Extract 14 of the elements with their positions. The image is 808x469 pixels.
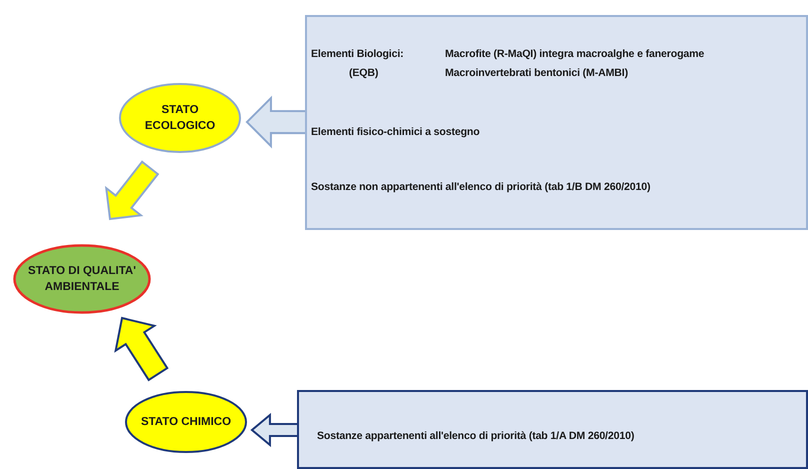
criteria-text: Sostanze appartenenti all'elenco di priorità (tab 1/A DM 260/2010) xyxy=(317,430,634,442)
block-arrow xyxy=(114,316,169,382)
criteria-text: Elementi fisico-chimici a sostegno xyxy=(311,126,480,138)
block-arrow xyxy=(104,160,160,220)
criteria-text: Elementi Biologici: xyxy=(311,48,404,60)
state-label: STATO ECOLOGICO xyxy=(144,102,216,134)
block-arrow xyxy=(250,412,300,448)
criteria-text: (EQB) xyxy=(349,67,378,79)
criteria-text: Macroinvertebrati bentonici (M-AMBI) xyxy=(445,67,628,79)
state-label: STATO DI QUALITA' AMBIENTALE xyxy=(27,264,137,296)
criteria-text: Macrofite (R-MaQI) integra macroalghe e fanerogame xyxy=(445,48,704,60)
block-arrow xyxy=(246,96,308,148)
state-label: STATO CHIMICO xyxy=(140,414,232,430)
criteria-text: Sostanze non appartenenti all'elenco di priorità (tab 1/B DM 260/2010) xyxy=(311,181,650,193)
